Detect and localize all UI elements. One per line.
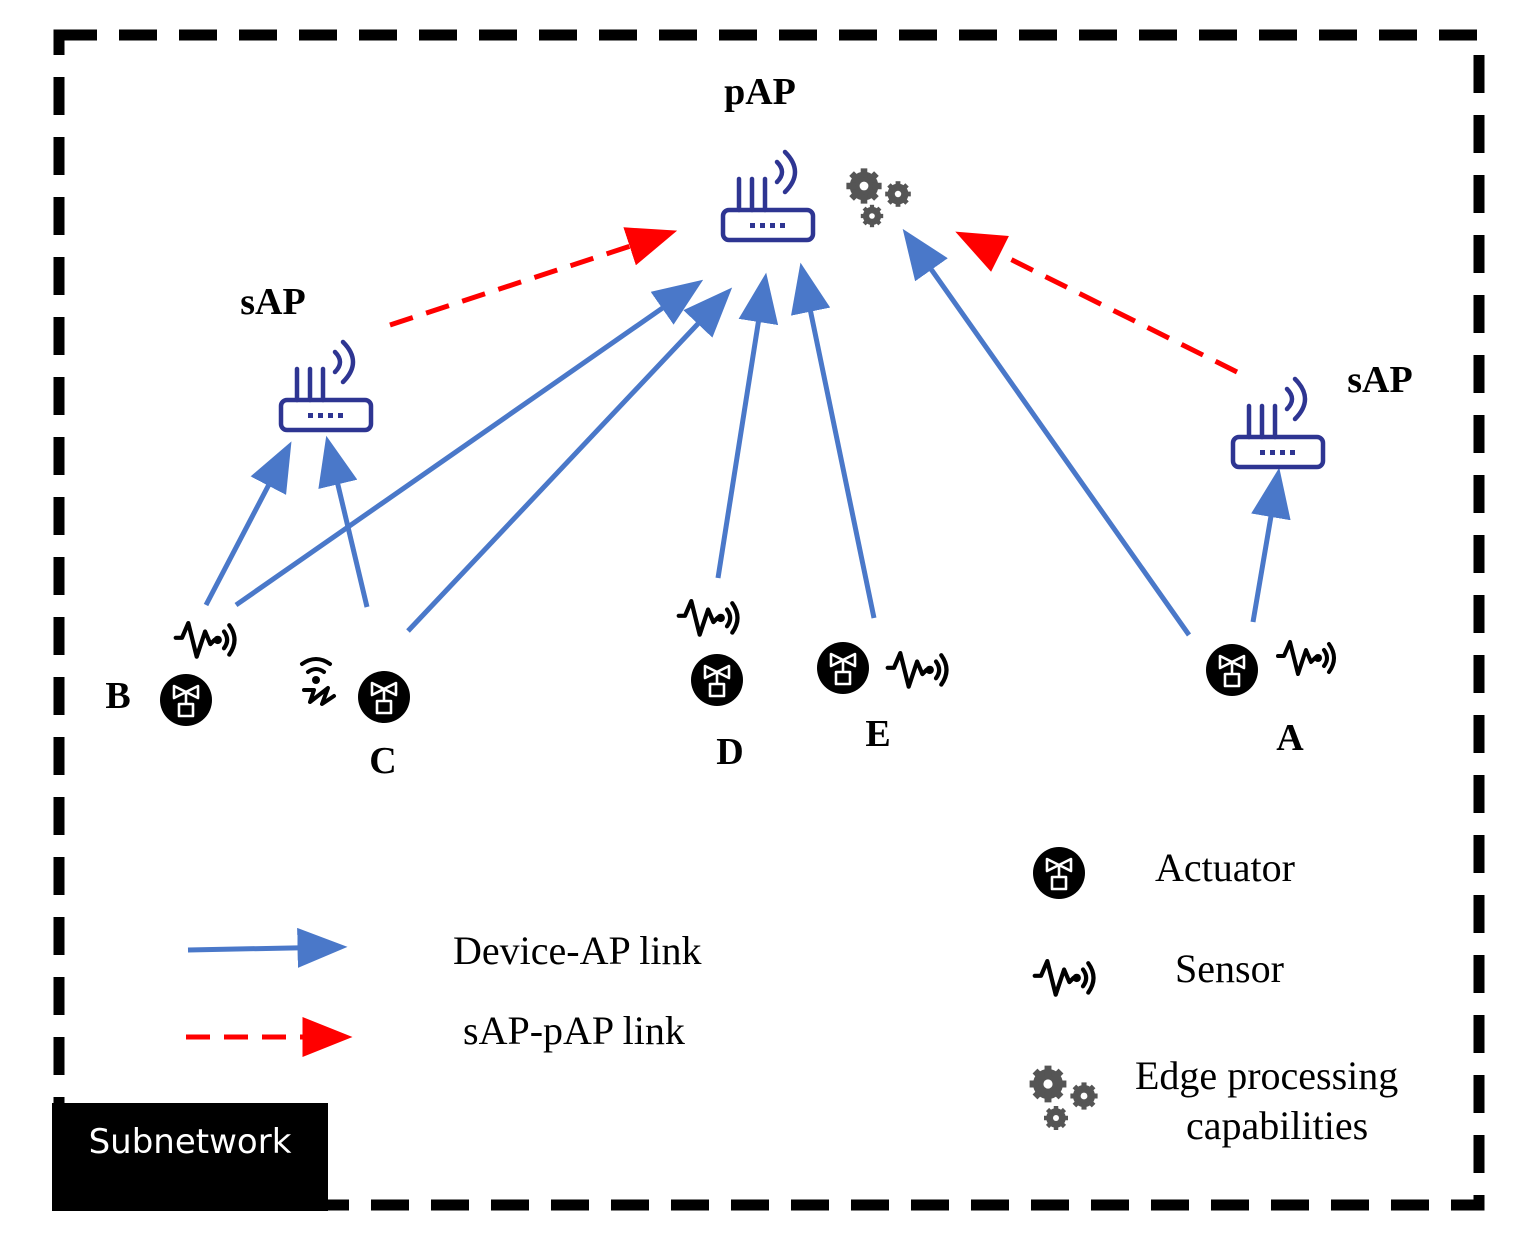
legend-links: Device-AP link sAP-pAP link [186,927,701,1057]
legend-edge-label-line1: Edge processing [1135,1053,1398,1098]
device-e: E [815,640,947,755]
sensor-icon [300,657,336,706]
gears-icon [846,168,881,203]
legend-symbols: Actuator Sensor Edge processing capabili… [1030,845,1398,1148]
sensor-icon [679,601,738,635]
link-c-sap-left [318,435,370,608]
link-c-pap [406,287,733,633]
sap-right-node: sAP [1233,359,1413,467]
gears-icon [861,205,883,227]
gears-icon [1030,1066,1098,1130]
actuator-icon [815,640,871,696]
device-a: A [1204,640,1336,759]
device-ap-links [203,228,1291,637]
link-sap-left-pap [389,227,678,328]
legend-sap-pap-label: sAP-pAP link [463,1008,685,1053]
link-a-pap [902,228,1192,637]
sap-left-label: sAP [240,281,305,323]
sap-right-label: sAP [1347,359,1412,401]
legend-edge-label-line2: capabilities [1186,1103,1368,1148]
edge-gears [846,168,910,227]
actuator-icon [689,652,745,708]
device-b-label: B [105,675,130,717]
router-icon [1233,379,1323,467]
link-d-pap [715,272,779,579]
actuator-icon [1204,642,1260,698]
subnetwork-badge-label: Subnetwork [89,1122,292,1162]
actuator-icon [158,672,214,728]
router-icon [281,342,371,430]
actuator-icon [1031,845,1087,901]
device-a-label: A [1276,717,1304,759]
pap-label: pAP [724,71,796,113]
device-e-label: E [865,713,890,755]
subnetwork-badge: Subnetwork [52,1103,328,1211]
device-d-label: D [716,731,743,773]
legend-device-ap-arrow [187,927,348,968]
subnetwork-boundary [53,29,1485,1211]
sensor-icon [1276,640,1336,676]
sap-pap-links [389,227,1239,375]
link-e-pap [791,262,877,619]
link-b-sap-left [203,441,292,607]
legend-device-ap-label: Device-AP link [453,928,701,973]
sensor-icon [176,623,235,657]
pap-node: pAP [723,71,813,240]
sensor-icon [888,653,947,687]
link-sap-right-pap [955,231,1239,375]
device-b: B [105,623,235,728]
gears-icon [885,181,911,207]
legend-sensor-label: Sensor [1175,946,1284,991]
router-icon [723,152,813,240]
device-d: D [679,601,745,773]
device-c-label: C [369,740,396,782]
device-c: C [300,657,412,782]
sensor-icon [1035,961,1094,995]
actuator-icon [356,669,412,725]
legend-actuator-label: Actuator [1155,845,1295,890]
sap-left-node: sAP [240,281,371,430]
link-a-sap-right [1250,467,1291,623]
link-b-pap [234,279,704,608]
